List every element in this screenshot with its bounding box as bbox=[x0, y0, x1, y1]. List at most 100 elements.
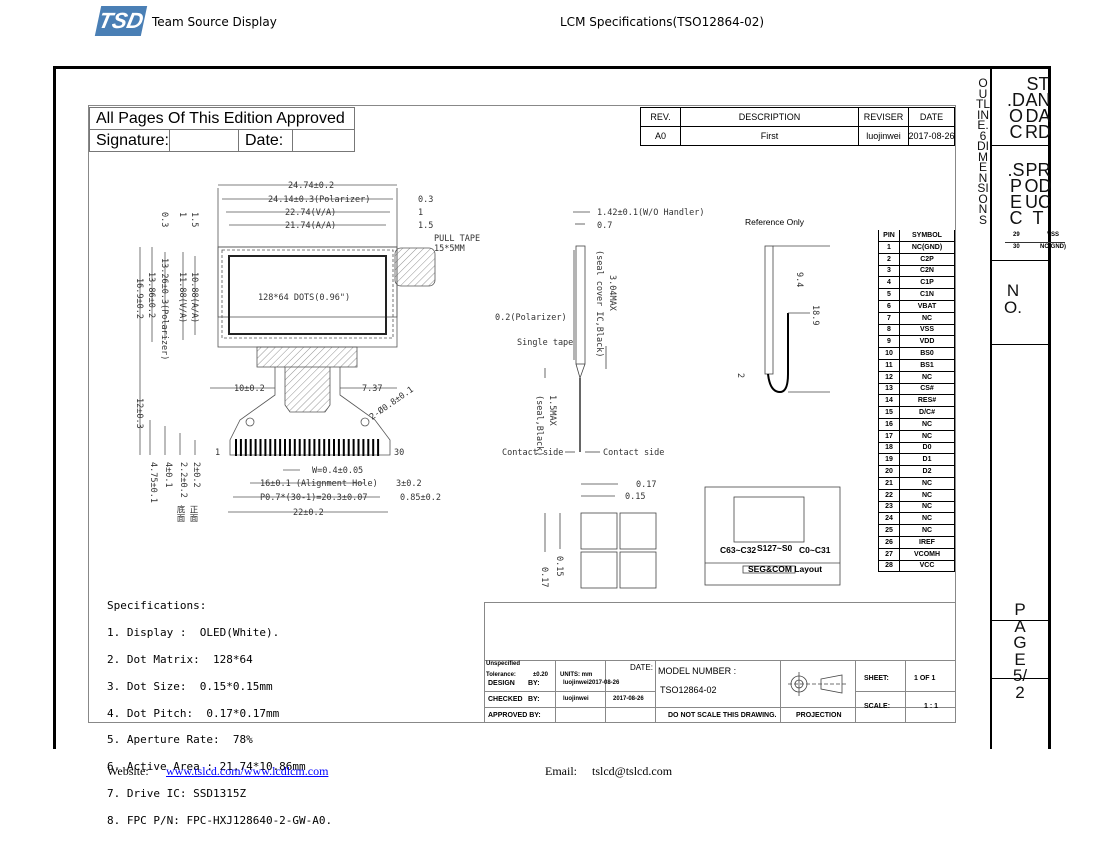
spec-item: 4. Dot Pitch: 0.17*0.17mm bbox=[107, 706, 280, 720]
divider bbox=[990, 344, 1050, 345]
pin-symbol: IREF bbox=[900, 537, 955, 548]
date-field[interactable] bbox=[292, 129, 355, 152]
dim-text: 0.17 bbox=[539, 567, 549, 587]
dim-text: 3±0.2 bbox=[396, 479, 422, 489]
pin-symbol: BS0 bbox=[900, 348, 955, 359]
divider bbox=[990, 260, 1050, 261]
layout-label: C0~C31 bbox=[799, 545, 831, 555]
sheet-value: 1 OF 1 bbox=[914, 675, 936, 682]
pin-30-label: 30 bbox=[394, 448, 404, 458]
symbol-30: NC(GND) bbox=[1040, 244, 1066, 250]
dim-text: 9.4 bbox=[794, 272, 804, 287]
dim-text: 7.37 bbox=[362, 384, 382, 394]
pin-number: 14 bbox=[878, 395, 900, 407]
model-number-label: MODEL NUMBER : bbox=[658, 666, 737, 676]
spec-item: 7. Drive IC: SSD1315Z bbox=[107, 787, 247, 801]
pin-number: 27 bbox=[878, 548, 900, 560]
divider bbox=[990, 620, 1050, 621]
pin-symbol: C1P bbox=[900, 277, 955, 289]
pin-symbol: D0 bbox=[900, 442, 955, 454]
spec-item: 1. Display : OLED(White). bbox=[107, 626, 280, 640]
dim-text: 0.7 bbox=[597, 221, 612, 231]
title-block-frame bbox=[484, 602, 956, 723]
pin-number: 28 bbox=[878, 560, 900, 572]
pin-number: 13 bbox=[878, 383, 900, 395]
divider bbox=[1005, 242, 1065, 243]
spec-item: 3. Dot Size: 0.15*0.15mm bbox=[107, 679, 273, 693]
pin-symbol: NC bbox=[900, 513, 955, 525]
dim-text: 3.04MAX bbox=[607, 275, 617, 312]
dim-text: 1.5 bbox=[189, 212, 199, 227]
pin-symbol: VCC bbox=[900, 560, 955, 572]
dim-text: (seal cover IC,Black) bbox=[594, 250, 604, 357]
dim-text: 12±0.3 bbox=[134, 398, 144, 429]
tolerance-value: ±0.20 bbox=[533, 672, 548, 678]
drawing-frame bbox=[53, 66, 1051, 749]
pin-symbol: VCOMH bbox=[900, 548, 955, 560]
pin-number: 22 bbox=[878, 489, 900, 501]
checked-date: 2017-08-26 bbox=[613, 696, 644, 702]
units-label: UNITS: mm bbox=[560, 672, 593, 678]
dim-text: 4.75±0.1 bbox=[148, 462, 158, 503]
dim-text: Contact side bbox=[502, 448, 563, 458]
pixel-detail-dimensions: 0.17 0.15 0.15 0.17 C63~C32 S127~S0 C0~C… bbox=[539, 480, 831, 587]
divider bbox=[990, 145, 1050, 146]
pin-symbol: VBAT bbox=[900, 301, 955, 312]
pin-symbol: NC(GND) bbox=[900, 242, 955, 253]
pin-number: 20 bbox=[878, 466, 900, 477]
reference-only-title: Reference Only bbox=[745, 217, 805, 227]
email-value: tslcd@tslcd.com bbox=[592, 764, 673, 778]
dim-text: 1.42±0.1(W/O Handler) bbox=[597, 208, 704, 218]
side-view bbox=[544, 211, 830, 453]
website-link[interactable]: www.tslcd.com/www.lcdlcm.com bbox=[166, 764, 329, 778]
pin-symbol: NC bbox=[900, 489, 955, 501]
by-label: BY: bbox=[528, 680, 540, 687]
outline-dimensions-label: OUTLINE.6DIMENSIONS bbox=[976, 76, 991, 227]
divider bbox=[555, 660, 556, 723]
pin-symbol: CS# bbox=[900, 383, 955, 395]
dim-text: 10.88(A/A) bbox=[189, 272, 199, 323]
front-side-label: 正面 bbox=[188, 505, 198, 523]
pin-number: PIN bbox=[878, 230, 900, 241]
page-label: PAGE5/2 bbox=[1012, 600, 1028, 702]
divider bbox=[605, 660, 606, 723]
dim-text: 21.74(A/A) bbox=[285, 221, 336, 231]
side-view-dimensions: 1.42±0.1(W/O Handler) 0.7 3.04MAX (seal … bbox=[495, 208, 820, 458]
divider bbox=[990, 678, 1050, 679]
dim-text: 0.15 bbox=[554, 556, 564, 576]
spec-item: 2. Dot Matrix: 128*64 bbox=[107, 653, 253, 667]
specs-title: Specifications: bbox=[107, 599, 207, 613]
tolerance-label: Tolerance: bbox=[486, 672, 516, 678]
dim-text: 1.5 bbox=[418, 221, 433, 231]
specifications: Specifications: 1. Display : OLED(White)… bbox=[107, 586, 332, 841]
company-name: Team Source Display bbox=[152, 15, 277, 29]
by-label: BY: bbox=[528, 696, 540, 703]
side-strip-divider bbox=[990, 66, 992, 749]
product-label: PRODUCT bbox=[1024, 162, 1052, 226]
dim-text: (seal,Black) bbox=[534, 395, 544, 456]
layout-label: C63~C32 bbox=[720, 545, 756, 555]
dim-text: 2±0.2 bbox=[191, 462, 201, 488]
dim-text: 2.2±0.2 bbox=[178, 462, 188, 498]
pin-number: 21 bbox=[878, 478, 900, 489]
pin-symbol: C1N bbox=[900, 289, 955, 300]
pin-number: 19 bbox=[878, 454, 900, 466]
dim-text: 0.3 bbox=[418, 195, 433, 205]
pin-29: 29 bbox=[1013, 232, 1020, 238]
approved-label: APPROVED BY: bbox=[488, 712, 541, 719]
back-side-label: 底面 bbox=[175, 504, 185, 523]
date-value: 2017-08-26 bbox=[908, 126, 955, 146]
pin-symbol: VSS bbox=[900, 324, 955, 336]
pin-symbol: NC bbox=[900, 419, 955, 430]
pin-symbol: D/C# bbox=[900, 407, 955, 418]
